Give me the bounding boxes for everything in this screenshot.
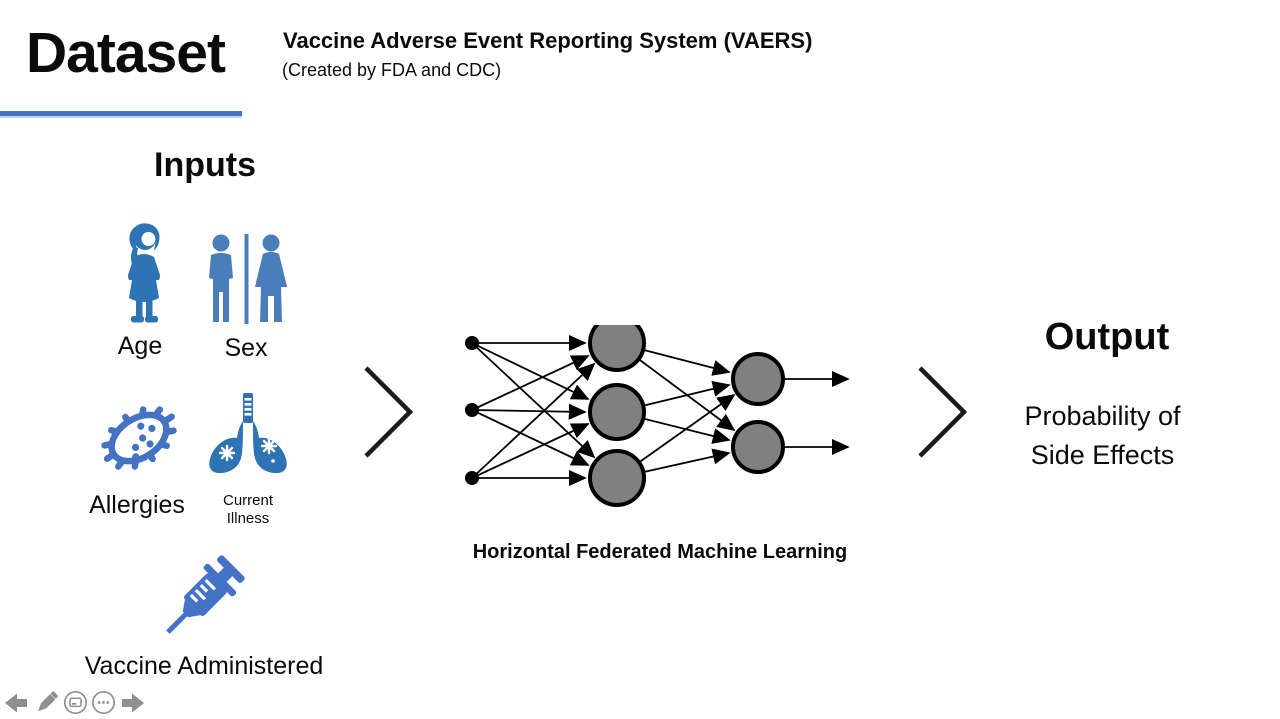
input-nodes [465,336,479,485]
input-label-sex: Sex [224,334,268,362]
network-caption: Horizontal Federated Machine Learning [472,541,848,563]
input-label-age: Age [117,332,163,360]
lungs-icon [209,393,287,474]
see-all-slides-button[interactable] [63,690,88,715]
germ-icon [101,406,177,470]
syringe-icon [166,555,245,634]
chevron-right-icon [364,366,414,458]
output-description: Probability of Side Effects [985,397,1220,475]
input-label-current-illness: Current Illness [222,492,274,527]
input-label-vaccine-administered: Vaccine Administered [84,652,324,680]
male-female-icon [209,234,287,324]
chevron-right-icon [918,366,968,458]
previous-slide-button[interactable] [2,690,30,716]
neuron-nodes [588,325,785,507]
neural-network-diagram [465,325,850,507]
output-heading: Output [1044,316,1170,358]
vaers-subheading: (Created by FDA and CDC) [282,60,502,80]
vaers-heading: Vaccine Adverse Event Reporting System (… [283,28,813,53]
more-options-button[interactable] [91,690,116,715]
inputs-heading: Inputs [154,146,256,184]
slide-title: Dataset [26,21,226,85]
next-slide-button[interactable] [119,690,147,716]
title-underline [0,111,242,118]
output-description-line2: Side Effects [1030,440,1175,470]
presenter-controls [2,689,147,716]
input-label-allergies: Allergies [89,491,185,519]
elderly-woman-icon [128,223,160,323]
output-description-line1: Probability of [1024,401,1181,431]
pen-tools-button[interactable] [33,689,60,716]
